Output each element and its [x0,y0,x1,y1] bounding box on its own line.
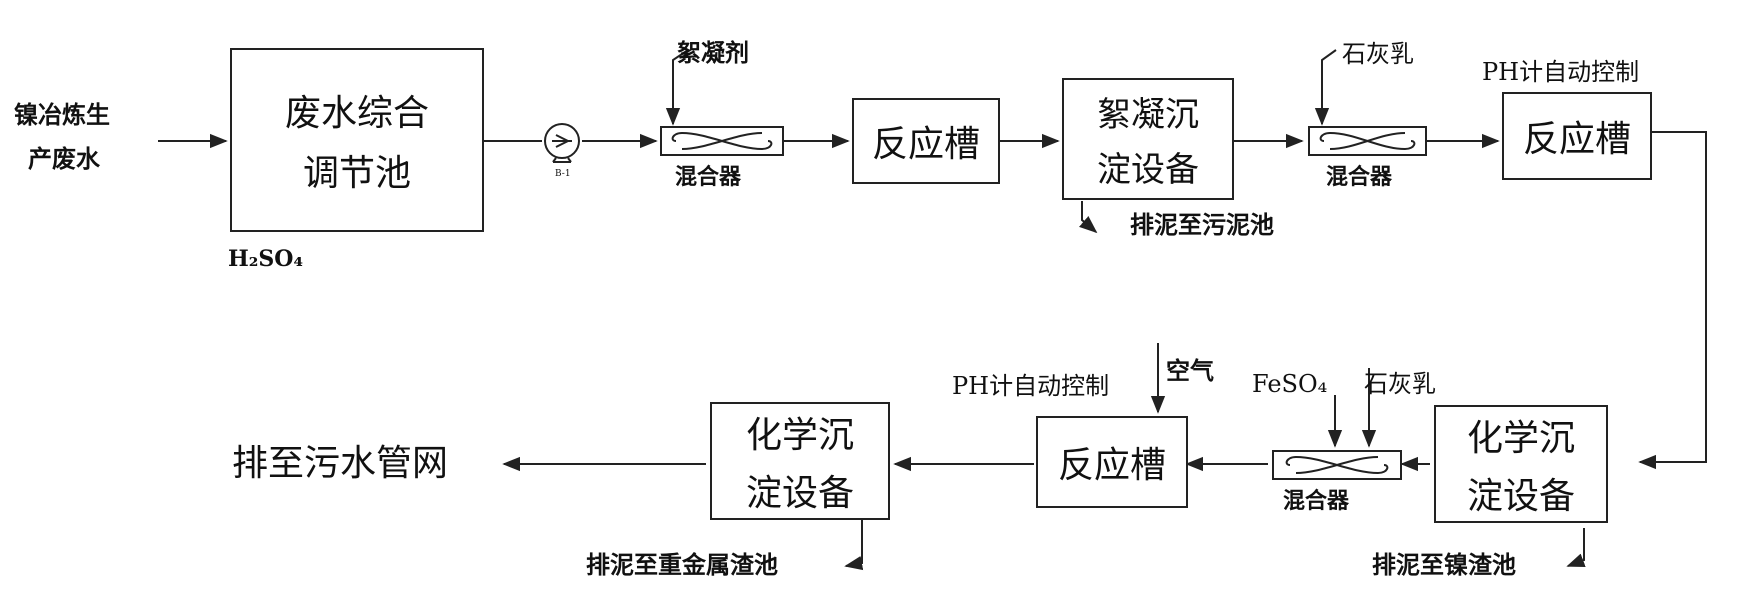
feso4-label: FeSO₄ [1252,370,1328,398]
equalization-tank-line1: 废水综合 [284,93,429,134]
sludge1-line [1079,201,1098,234]
sludge3-label: 排泥至重金属渣池 [586,550,778,579]
static-mixer-icon [1308,126,1427,156]
static-mixer-icon [660,126,784,156]
h2so4-label: H₂SO₄ [228,246,304,272]
sludge2-line [1566,528,1586,568]
flocculation-settler-line2: 淀设备 [1097,150,1199,190]
reactor-tank-1-label: 反应槽 [871,124,980,165]
reactor-tank-2: 反应槽 [1502,92,1652,180]
air-label: 空气 [1166,356,1214,385]
chemical-settler-2: 化学沉 淀设备 [710,402,890,520]
flocculation-settler-line1: 絮凝沉 [1097,95,1199,135]
sludge2-label: 排泥至镍渣池 [1372,550,1516,579]
mixer-element [1285,456,1389,474]
chemical-settler-2-line2: 淀设备 [745,473,854,514]
reactor-tank-2-label: 反应槽 [1522,119,1631,160]
chemical-settler-1-line1: 化学沉 [1466,418,1575,459]
mixer2-label: 混合器 [1326,164,1393,190]
pump-label: B-1 [555,169,571,179]
mixer-element [1319,132,1416,150]
pump-icon [544,123,580,163]
source-label-line2: 产废水 [28,144,100,173]
outlet-label: 排至污水管网 [232,443,449,484]
flocculation-settler: 絮凝沉 淀设备 [1062,78,1234,200]
chemical-settler-2-line1: 化学沉 [745,415,854,456]
mixer1-label: 混合器 [675,164,742,190]
flocculant-label: 絮凝剂 [677,38,749,67]
ph-control-2-label: PH计自动控制 [952,372,1110,400]
chemical-settler-1-line2: 淀设备 [1466,476,1575,517]
reactor-tank-3-label: 反应槽 [1057,445,1166,486]
flow-reactor2-to-chem-settler1 [1638,131,1707,470]
reactor-tank-1: 反应槽 [852,98,1000,184]
equalization-tank: 废水综合 调节池 [230,48,484,232]
sludge3-line [844,520,864,571]
static-mixer-icon [1272,450,1402,480]
lime1-label: 石灰乳 [1342,40,1414,68]
lime1-feed [1314,49,1337,126]
source-label-line1: 镍冶炼生 [14,100,110,129]
mixer-element [671,132,773,150]
reactor-tank-3: 反应槽 [1036,416,1188,508]
sludge1-label: 排泥至污泥池 [1130,210,1274,239]
equalization-tank-line2: 调节池 [302,153,411,194]
mixer3-label: 混合器 [1283,488,1350,514]
lime2-label: 石灰乳 [1364,370,1436,398]
chemical-settler-1: 化学沉 淀设备 [1434,405,1608,523]
flocculant-feed [665,49,689,126]
ph-control-1-label: PH计自动控制 [1482,58,1640,86]
